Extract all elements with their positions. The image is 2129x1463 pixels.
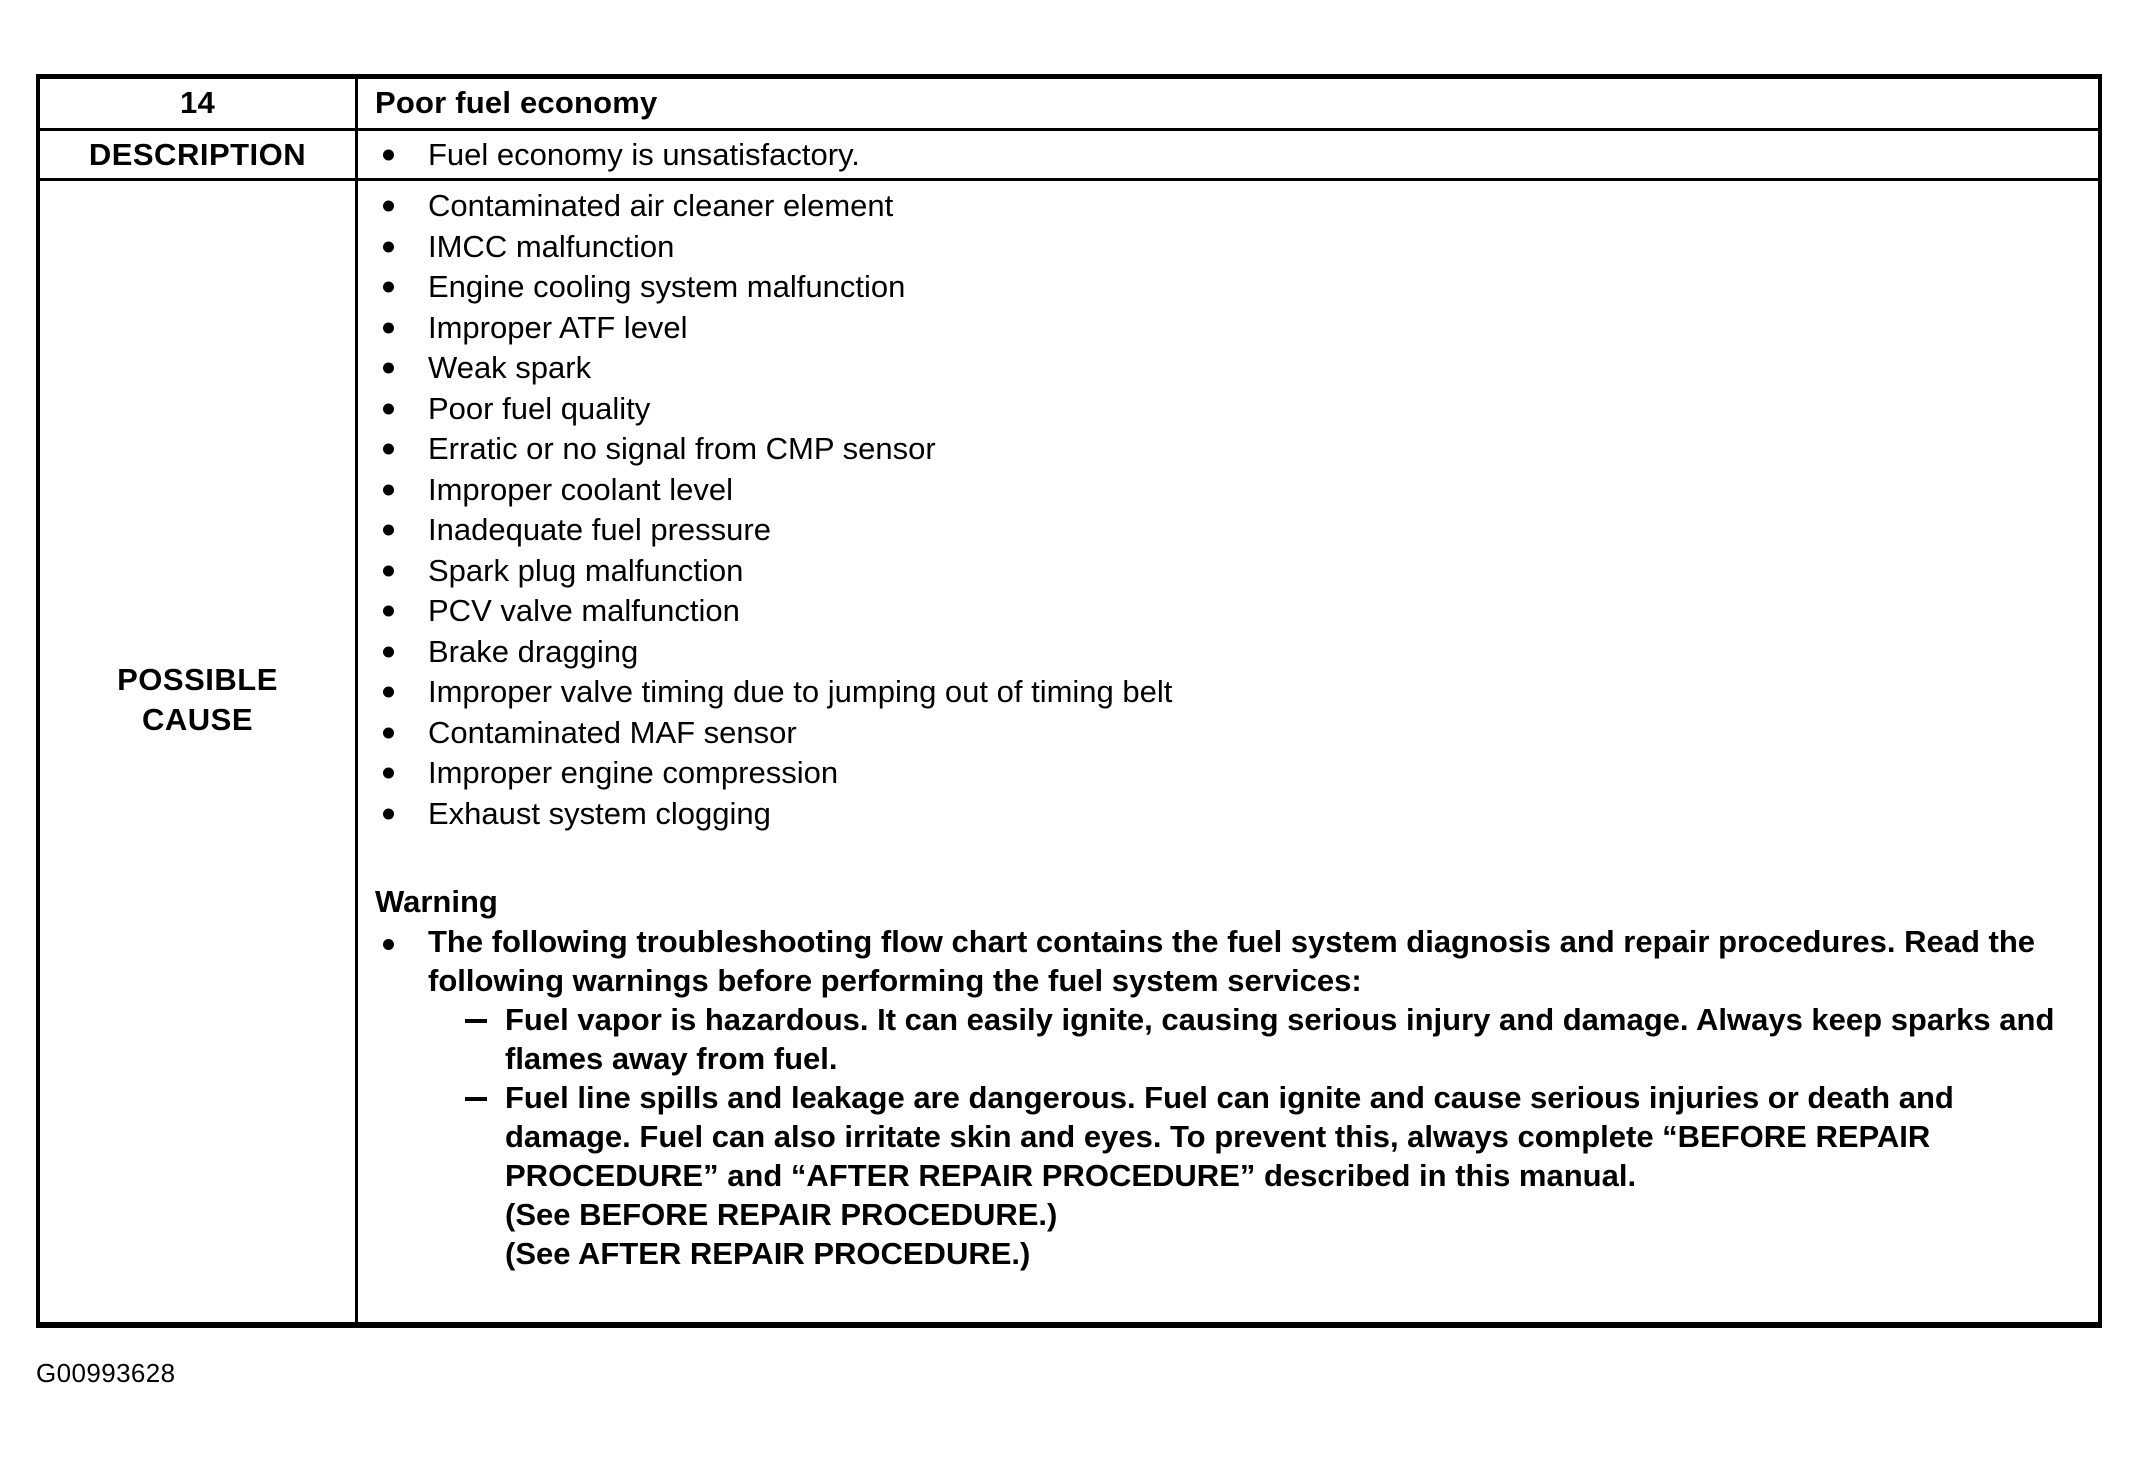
warning-dash-item: Fuel vapor is hazardous. It can easily i… <box>465 1000 2065 1078</box>
list-item-label: Improper coolant level <box>428 471 733 507</box>
table-border-bottom <box>36 1322 2102 1328</box>
bullet-icon <box>383 484 394 496</box>
list-item: Contaminated MAF sensor <box>375 713 2075 754</box>
list-item: Erratic or no signal from CMP sensor <box>375 429 2075 470</box>
bullet-icon <box>383 524 394 536</box>
list-item: Spark plug malfunction <box>375 551 2075 592</box>
list-item-label: Improper valve timing due to jumping out… <box>428 674 1173 709</box>
list-item-label: Brake dragging <box>428 633 639 669</box>
list-item: Engine cooling system malfunction <box>375 267 2075 308</box>
bullet-icon <box>383 322 394 334</box>
list-item: Improper ATF level <box>375 308 2075 349</box>
list-item-label: Weak spark <box>428 350 592 385</box>
see-reference-line: (See BEFORE REPAIR PROCEDURE.) <box>505 1197 1058 1232</box>
list-item-label: Contaminated air cleaner element <box>428 188 894 223</box>
bullet-icon <box>383 200 394 212</box>
list-item: Exhaust system clogging <box>375 794 2075 835</box>
list-item-label: Inadequate fuel pressure <box>428 512 771 547</box>
list-item-label: Fuel economy is unsatisfactory. <box>428 136 860 172</box>
list-item: Improper valve timing due to jumping out… <box>375 672 2075 713</box>
list-item: PCV valve malfunction <box>375 591 2075 632</box>
list-item-label: Erratic or no signal from CMP sensor <box>428 431 936 466</box>
table-border-left <box>36 74 40 1328</box>
bullet-icon <box>383 808 394 820</box>
list-item: Brake dragging <box>375 632 2075 673</box>
warning-bullet: The following troubleshooting flow chart… <box>375 922 2068 1000</box>
warning-dash-label: Fuel vapor is hazardous. It can easily i… <box>505 1002 2055 1076</box>
row-number: 14 <box>179 85 216 120</box>
possible-cause-label: POSSIBLE CAUSE <box>40 660 355 740</box>
bullet-icon <box>383 686 394 698</box>
table-row-divider-2 <box>36 178 2102 181</box>
description-body: Fuel economy is unsatisfactory. <box>375 132 860 178</box>
possible-cause-list: Contaminated air cleaner element IMCC ma… <box>375 186 2075 834</box>
see-reference-line: (See AFTER REPAIR PROCEDURE.) <box>505 1236 1031 1271</box>
list-item: Improper coolant level <box>375 470 2075 511</box>
possible-cause-label-line2: CAUSE <box>141 702 253 737</box>
list-item: Weak spark <box>375 348 2075 389</box>
warning-dash-label: Fuel line spills and leakage are dangero… <box>505 1080 1954 1193</box>
em-dash-icon <box>465 1097 487 1101</box>
bullet-icon <box>383 727 394 739</box>
description-label: DESCRIPTION <box>88 137 307 172</box>
list-item: Poor fuel quality <box>375 389 2075 430</box>
list-item-label: Improper ATF level <box>428 309 688 345</box>
bullet-icon <box>383 281 394 293</box>
figure-id: G00993628 <box>36 1358 176 1388</box>
list-item-label: Poor fuel quality <box>428 390 651 426</box>
list-item-label: Exhaust system clogging <box>428 795 771 831</box>
list-item-label: IMCC malfunction <box>428 228 675 264</box>
warning-bullet-label: The following troubleshooting flow chart… <box>428 924 2036 998</box>
possible-cause-body: Contaminated air cleaner element IMCC ma… <box>375 186 2075 1273</box>
bullet-icon <box>383 565 394 577</box>
list-item: Fuel economy is unsatisfactory. <box>375 135 860 176</box>
table-border-right <box>2098 74 2102 1328</box>
list-item-label: Improper engine compression <box>428 755 839 790</box>
bullet-icon <box>383 362 394 374</box>
warning-dash-item: Fuel line spills and leakage are dangero… <box>465 1078 2065 1195</box>
table-column-divider <box>355 74 358 1328</box>
table-row-divider-1 <box>36 128 2102 131</box>
bullet-icon <box>383 646 394 658</box>
list-item: Inadequate fuel pressure <box>375 510 2075 551</box>
row-title: Poor fuel economy <box>375 85 658 120</box>
list-item: IMCC malfunction <box>375 227 2075 268</box>
description-list: Fuel economy is unsatisfactory. <box>375 135 860 176</box>
list-item-label: PCV valve malfunction <box>428 593 740 628</box>
possible-cause-label-line1: POSSIBLE <box>117 662 278 697</box>
warning-heading: Warning <box>375 884 498 919</box>
bullet-icon <box>383 241 394 253</box>
bullet-icon <box>383 443 394 455</box>
bullet-icon <box>383 939 394 950</box>
bullet-icon <box>383 767 394 779</box>
em-dash-icon <box>465 1019 487 1023</box>
list-item: Improper engine compression <box>375 753 2075 794</box>
bullet-icon <box>383 403 394 415</box>
table-border-top <box>36 74 2102 79</box>
list-item-label: Spark plug malfunction <box>428 552 744 588</box>
list-item-label: Engine cooling system malfunction <box>428 269 906 304</box>
bullet-icon <box>383 149 394 161</box>
bullet-icon <box>383 605 394 617</box>
list-item-label: Contaminated MAF sensor <box>428 714 797 750</box>
list-item: Contaminated air cleaner element <box>375 186 2075 227</box>
